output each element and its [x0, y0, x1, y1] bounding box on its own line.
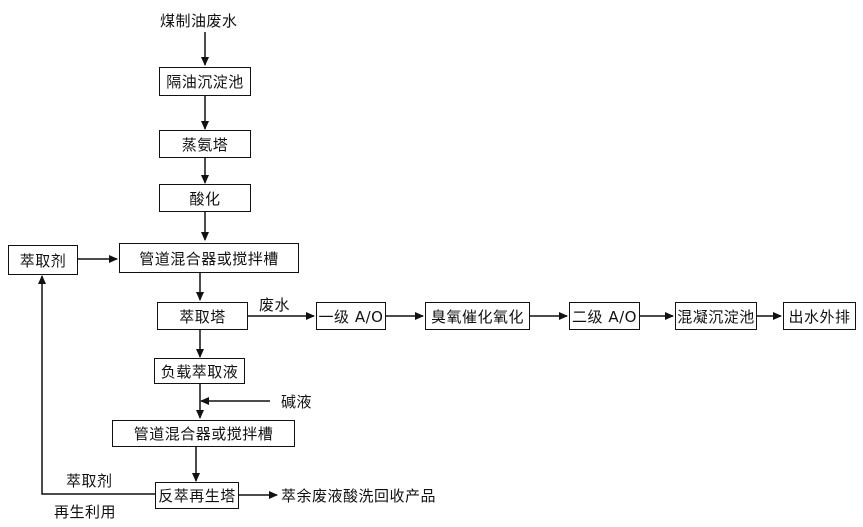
ao-stage-1: 一级 A/O — [316, 302, 386, 330]
coagulation-tank: 混凝沉淀池 — [675, 302, 757, 330]
back-extraction-tower: 反萃再生塔 — [155, 482, 239, 509]
acidification-step: 酸化 — [159, 184, 251, 212]
ozone-catalytic-oxidation: 臭氧催化氧化 — [425, 302, 530, 330]
mixer-tank-1: 管道混合器或搅拌槽 — [119, 243, 299, 273]
alkali-label: 碱液 — [281, 393, 313, 411]
ao-stage-2: 二级 A/O — [569, 302, 640, 330]
oil-separation-tank: 隔油沉淀池 — [159, 67, 251, 96]
extraction-tower: 萃取塔 — [157, 302, 248, 330]
loaded-extractant: 负载萃取液 — [154, 358, 245, 384]
recycle-label-top: 萃取剂 — [66, 472, 113, 490]
ammonia-still: 蒸氨塔 — [159, 130, 251, 158]
extractant-box: 萃取剂 — [8, 245, 78, 275]
raffinate-label: 萃余废液酸洗回收产品 — [281, 487, 437, 505]
source-label: 煤制油废水 — [160, 12, 238, 30]
mixer-tank-2: 管道混合器或搅拌槽 — [112, 420, 295, 447]
wastewater-label: 废水 — [259, 296, 291, 314]
arrow-recycle-loop — [38, 275, 155, 495]
recycle-label-bottom: 再生利用 — [54, 503, 117, 521]
effluent-discharge: 出水外排 — [783, 302, 856, 330]
